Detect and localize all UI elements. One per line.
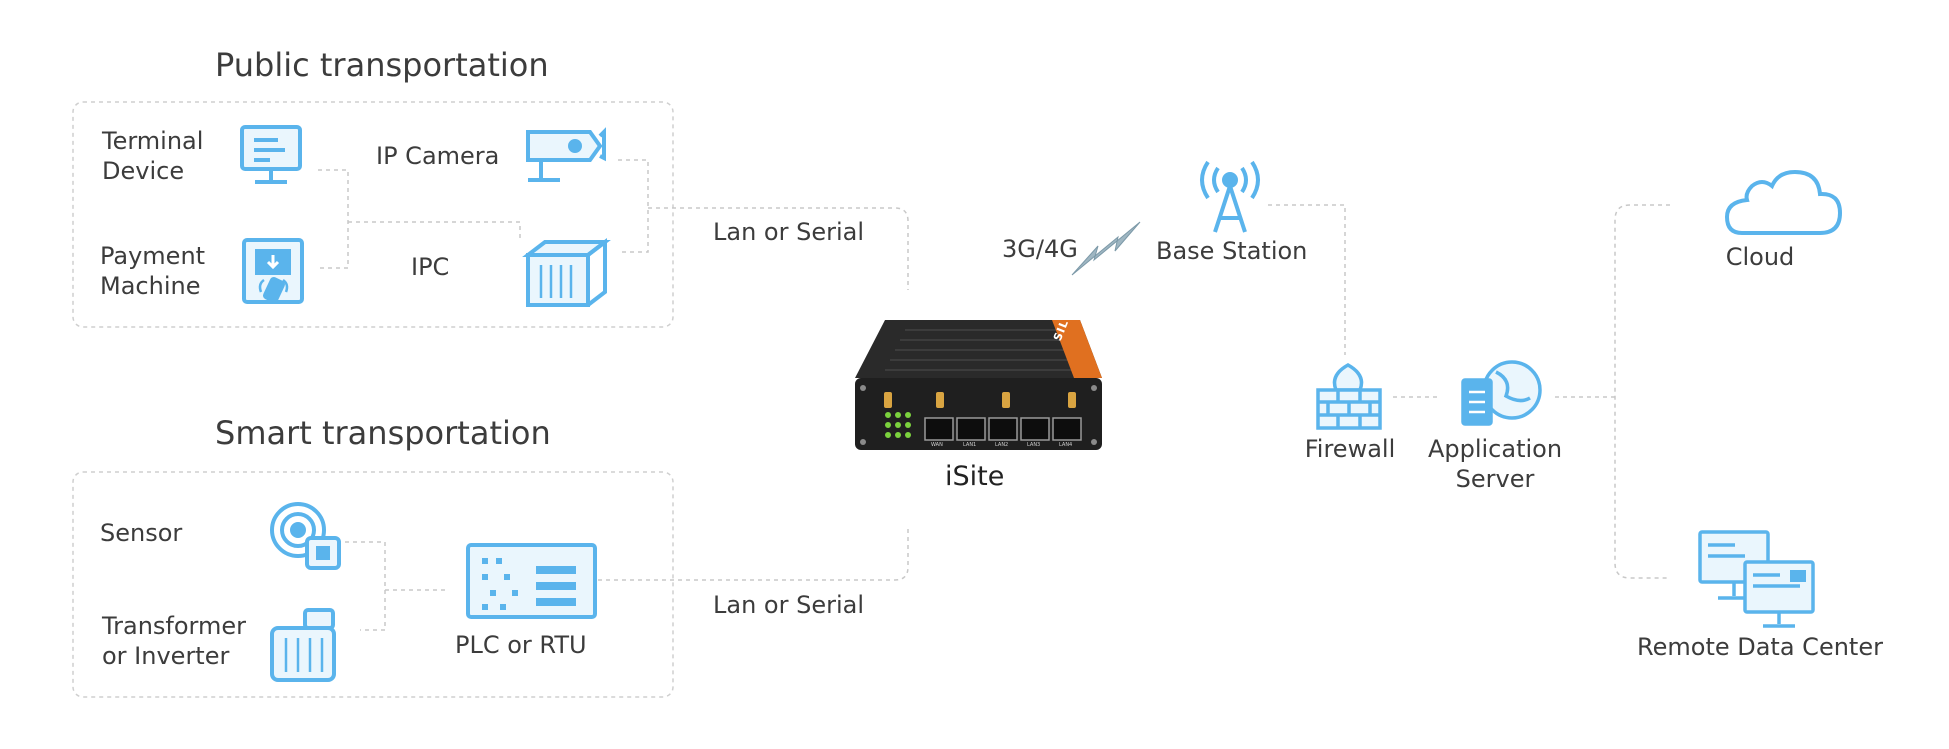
port-label-lan4: LAN4 [1059,442,1073,448]
router-name-label: iSite [945,461,1005,492]
base-station-label: Base Station [1156,237,1308,265]
app-server-line-1: Application [1427,435,1563,463]
isite-router [855,320,1102,450]
wireless-3g4g-label: 3G/4G [1002,235,1078,263]
transformer-line-2: or Inverter [102,642,230,670]
data-center-icon [1698,530,1815,628]
plc-rtu-label: PLC or RTU [455,631,587,659]
ip-camera-label: IP Camera [376,142,500,170]
lan-serial-top-label: Lan or Serial [713,218,865,246]
port-label-lan1: LAN1 [963,442,977,448]
connector-lines [318,159,1670,631]
smart-transportation-box [72,471,674,698]
remote-data-center-label: Remote Data Center [1637,633,1883,661]
ipc-label: IPC [411,253,450,281]
transformer-line-1: Transformer [102,612,247,640]
base-station-icon [1200,160,1260,233]
port-label-lan2: LAN2 [995,442,1009,448]
sensor-icon [270,502,341,570]
payment-line-2: Machine [100,272,201,300]
ip-camera-icon [526,127,606,182]
sensor-label: Sensor [100,519,183,547]
transformer-label: Transformer or Inverter [102,611,246,671]
lan-serial-bottom-label: Lan or Serial [713,591,865,619]
smart-transportation-title: Smart transportation [215,414,551,452]
port-label-lan3: LAN3 [1027,442,1041,448]
wireless-bolt-icon [1071,221,1141,276]
port-label-wan: WAN [931,442,943,448]
firewall-icon [1316,362,1382,430]
ipc-icon [522,237,611,307]
app-server-line-2: Server [1455,465,1535,493]
cloud-icon [1724,169,1843,235]
router-port-labels: WAN LAN1 LAN2 LAN3 LAN4 [925,442,1085,450]
cloud-label: Cloud [1725,243,1795,271]
firewall-label: Firewall [1304,435,1396,463]
payment-machine-label: Payment Machine [100,241,205,301]
monitor-icon [240,125,302,184]
public-transportation-box [72,101,674,328]
application-server-icon [1461,360,1542,426]
payment-machine-icon [242,238,304,304]
terminal-line-1: Terminal [102,127,204,155]
plc-board-icon [466,543,597,619]
terminal-line-2: Device [102,157,185,185]
application-server-label: Application Server [1420,434,1570,494]
terminal-device-label: Terminal Device [102,126,203,186]
payment-line-1: Payment [100,242,206,270]
public-transportation-title: Public transportation [215,46,549,84]
transformer-icon [270,608,336,682]
